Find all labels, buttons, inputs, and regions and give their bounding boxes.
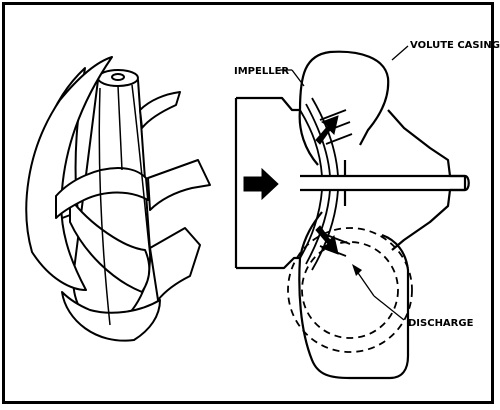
label-volute-casing: VOLUTE CASING [410, 40, 500, 51]
inlet-arrow-icon [244, 169, 278, 199]
flow-arrows [244, 116, 338, 254]
label-impeller: IMPELLER [234, 66, 289, 77]
pump-cross-section [236, 52, 469, 378]
discharge-arrowhead-icon [352, 264, 362, 276]
volute-dashed-circles [288, 228, 412, 352]
label-discharge: DISCHARGE [408, 318, 474, 329]
